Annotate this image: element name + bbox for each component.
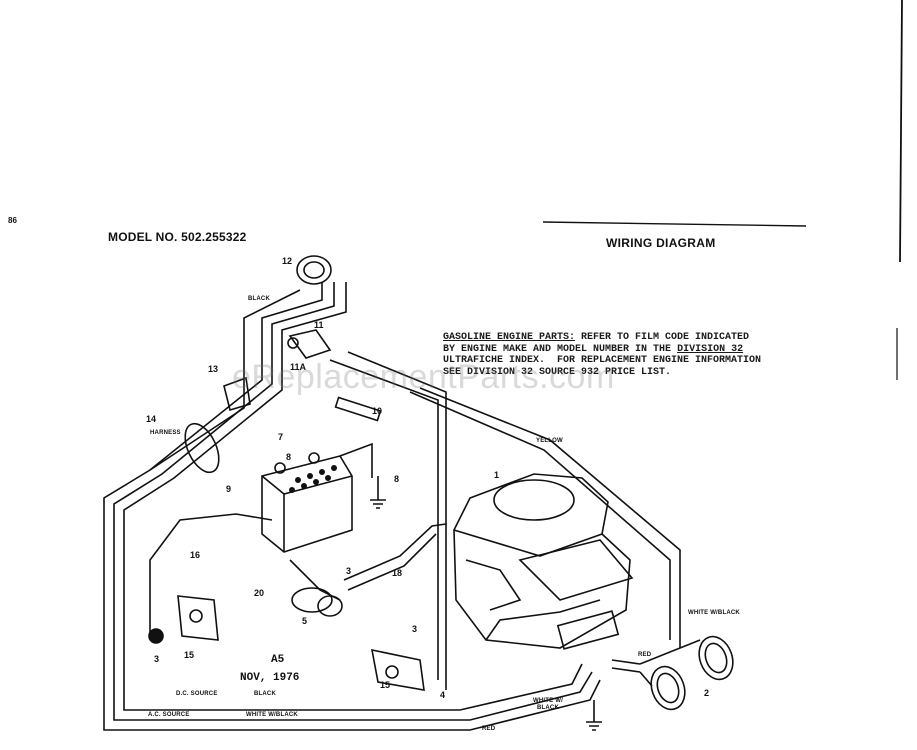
ac-source-label: A.C. SOURCE	[148, 712, 190, 718]
callout: 5	[302, 616, 308, 626]
note-heading: GASOLINE ENGINE PARTS:	[443, 332, 576, 343]
callout: 16	[190, 550, 201, 560]
note-line3: ULTRAFICHE INDEX. FOR REPLACEMENT ENGINE…	[443, 355, 762, 366]
diagram-title: WIRING DIAGRAM	[606, 236, 716, 250]
note-line2: BY ENGINE MAKE AND MODEL NUMBER IN THE	[443, 343, 672, 355]
callout: 11	[314, 320, 324, 330]
note-line4: SEE DIVISION 32 SOURCE 932 PRICE LIST.	[443, 366, 672, 378]
callout: 14	[146, 414, 157, 424]
callout: 15	[184, 650, 195, 660]
margin-mark: 86	[8, 216, 17, 225]
dc-source-color: BLACK	[254, 691, 276, 697]
wire-label-white-black-ground: WHITE W/ BLACK	[533, 698, 563, 711]
callout: 12	[282, 256, 293, 266]
callout: 3	[412, 624, 418, 634]
callout: 2	[704, 688, 710, 698]
callout: 7	[278, 432, 284, 442]
callout: 18	[392, 568, 403, 578]
model-number: MODEL NO. 502.255322	[108, 230, 247, 244]
wire-label-harness: HARNESS	[150, 430, 181, 436]
callout: 3	[346, 566, 352, 576]
wire-label-red-upper: RED	[638, 652, 652, 658]
callout: 8	[286, 452, 292, 462]
callout: 10	[372, 406, 383, 416]
wire-label-yellow: YELLOW	[536, 438, 563, 444]
stamp-date: NOV, 1976	[240, 672, 300, 684]
watermark: eReplacementParts.com	[232, 358, 615, 396]
callout: 9	[226, 484, 232, 494]
callout: 15	[380, 680, 391, 690]
engine-parts-note: GASOLINE ENGINE PARTS: REFER TO FILM COD…	[443, 332, 898, 378]
stamp-code: A5	[271, 654, 285, 666]
dc-source-label: D.C. SOURCE	[176, 691, 218, 697]
ac-source-color: WHITE W/BLACK	[246, 712, 298, 718]
callout: 3	[154, 654, 160, 664]
callout: 20	[254, 588, 265, 598]
callout: 4	[440, 690, 446, 700]
note-division-link: DIVISION 32	[677, 343, 744, 355]
callout: 13	[208, 364, 219, 374]
wire-label-black: BLACK	[248, 296, 270, 302]
callout: 11A	[290, 362, 307, 372]
callout: 8	[394, 474, 400, 484]
wire-label-white-black: WHITE W/BLACK	[688, 610, 740, 616]
note-line1: REFER TO FILM CODE INDICATED	[575, 332, 750, 343]
wire-label-red-lower: RED	[482, 726, 496, 732]
callout: 1	[494, 470, 500, 480]
